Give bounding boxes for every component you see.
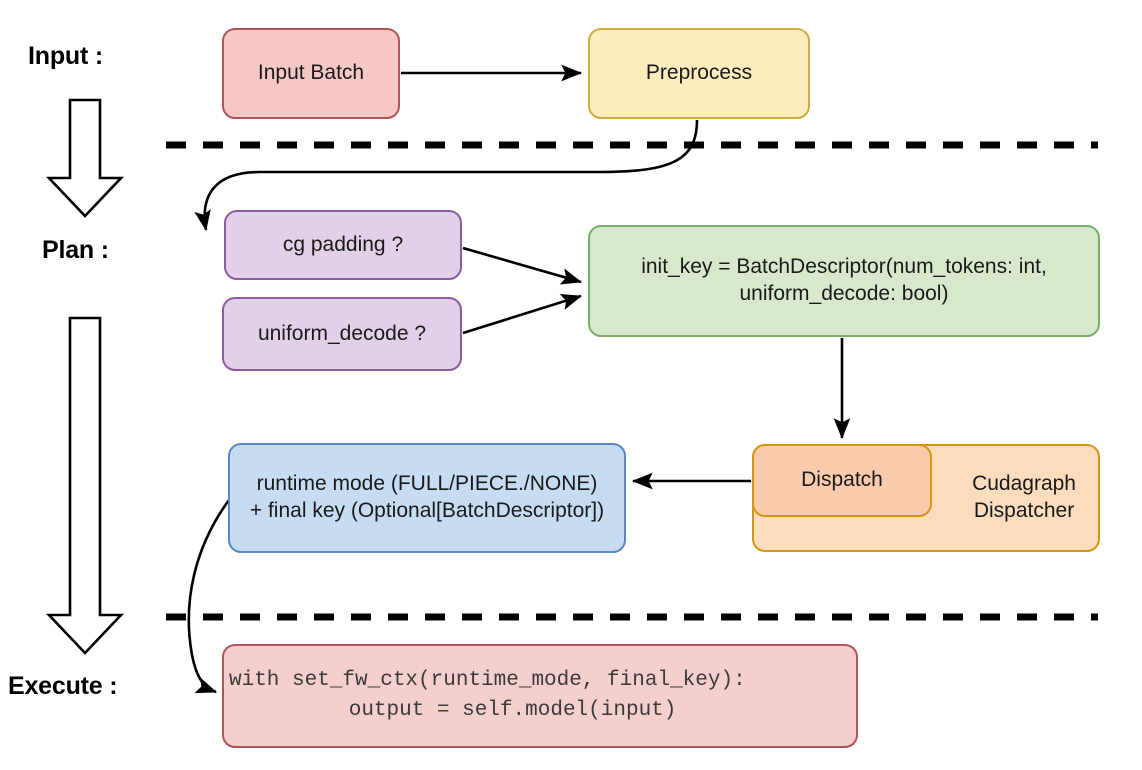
node-init-key-text: init_key = BatchDescriptor(num_tokens: i…: [641, 254, 1047, 308]
node-input-batch[interactable]: Input Batch: [222, 28, 400, 119]
node-cg-padding[interactable]: cg padding ?: [224, 210, 462, 280]
stage-label-execute: Execute :: [8, 672, 118, 700]
stage-arrow-plan-to-execute: [45, 316, 125, 655]
node-init-key[interactable]: init_key = BatchDescriptor(num_tokens: i…: [588, 225, 1100, 337]
node-exec-code-line1: with set_fw_ctx(runtime_mode, final_key)…: [229, 669, 746, 693]
node-init-key-line2: uniform_decode: bool): [739, 282, 949, 305]
node-cudagraph-dispatcher-text: Cudagraph Dispatcher: [972, 471, 1076, 525]
node-uniform-decode-label: uniform_decode ?: [257, 321, 427, 345]
node-init-key-line1: init_key = BatchDescriptor(num_tokens: i…: [641, 255, 1047, 279]
node-exec-code[interactable]: with set_fw_ctx(runtime_mode, final_key)…: [222, 644, 858, 748]
node-runtime-mode-line2: + final key (Optional[BatchDescriptor]): [249, 499, 605, 522]
node-runtime-mode-text: runtime mode (FULL/PIECE./NONE) + final …: [250, 471, 604, 525]
node-dispatch[interactable]: Dispatch: [752, 444, 932, 517]
node-runtime-mode[interactable]: runtime mode (FULL/PIECE./NONE) + final …: [228, 443, 626, 553]
stage-arrow-input-to-plan: [45, 98, 125, 218]
node-runtime-mode-line1: runtime mode (FULL/PIECE./NONE): [256, 472, 598, 496]
edge-uniform-decode-to-init-key: [462, 293, 582, 335]
node-cg-padding-label: cg padding ?: [282, 232, 404, 256]
stage-label-input: Input :: [28, 42, 103, 70]
node-exec-code-line2: output = self.model(input): [298, 699, 677, 722]
node-preprocess-label: Preprocess: [645, 61, 753, 85]
edge-cg-padding-to-init-key: [462, 246, 582, 285]
node-uniform-decode[interactable]: uniform_decode ?: [222, 297, 462, 371]
stage-label-plan: Plan :: [42, 236, 109, 264]
node-cudagraph-dispatcher-line1: Cudagraph: [972, 472, 1076, 496]
node-cudagraph-dispatcher-line2: Dispatcher: [973, 499, 1075, 522]
node-exec-code-text: with set_fw_ctx(runtime_mode, final_key)…: [229, 666, 746, 726]
node-dispatch-label: Dispatch: [801, 468, 883, 492]
node-preprocess[interactable]: Preprocess: [588, 28, 810, 119]
node-input-batch-label: Input Batch: [257, 61, 365, 85]
